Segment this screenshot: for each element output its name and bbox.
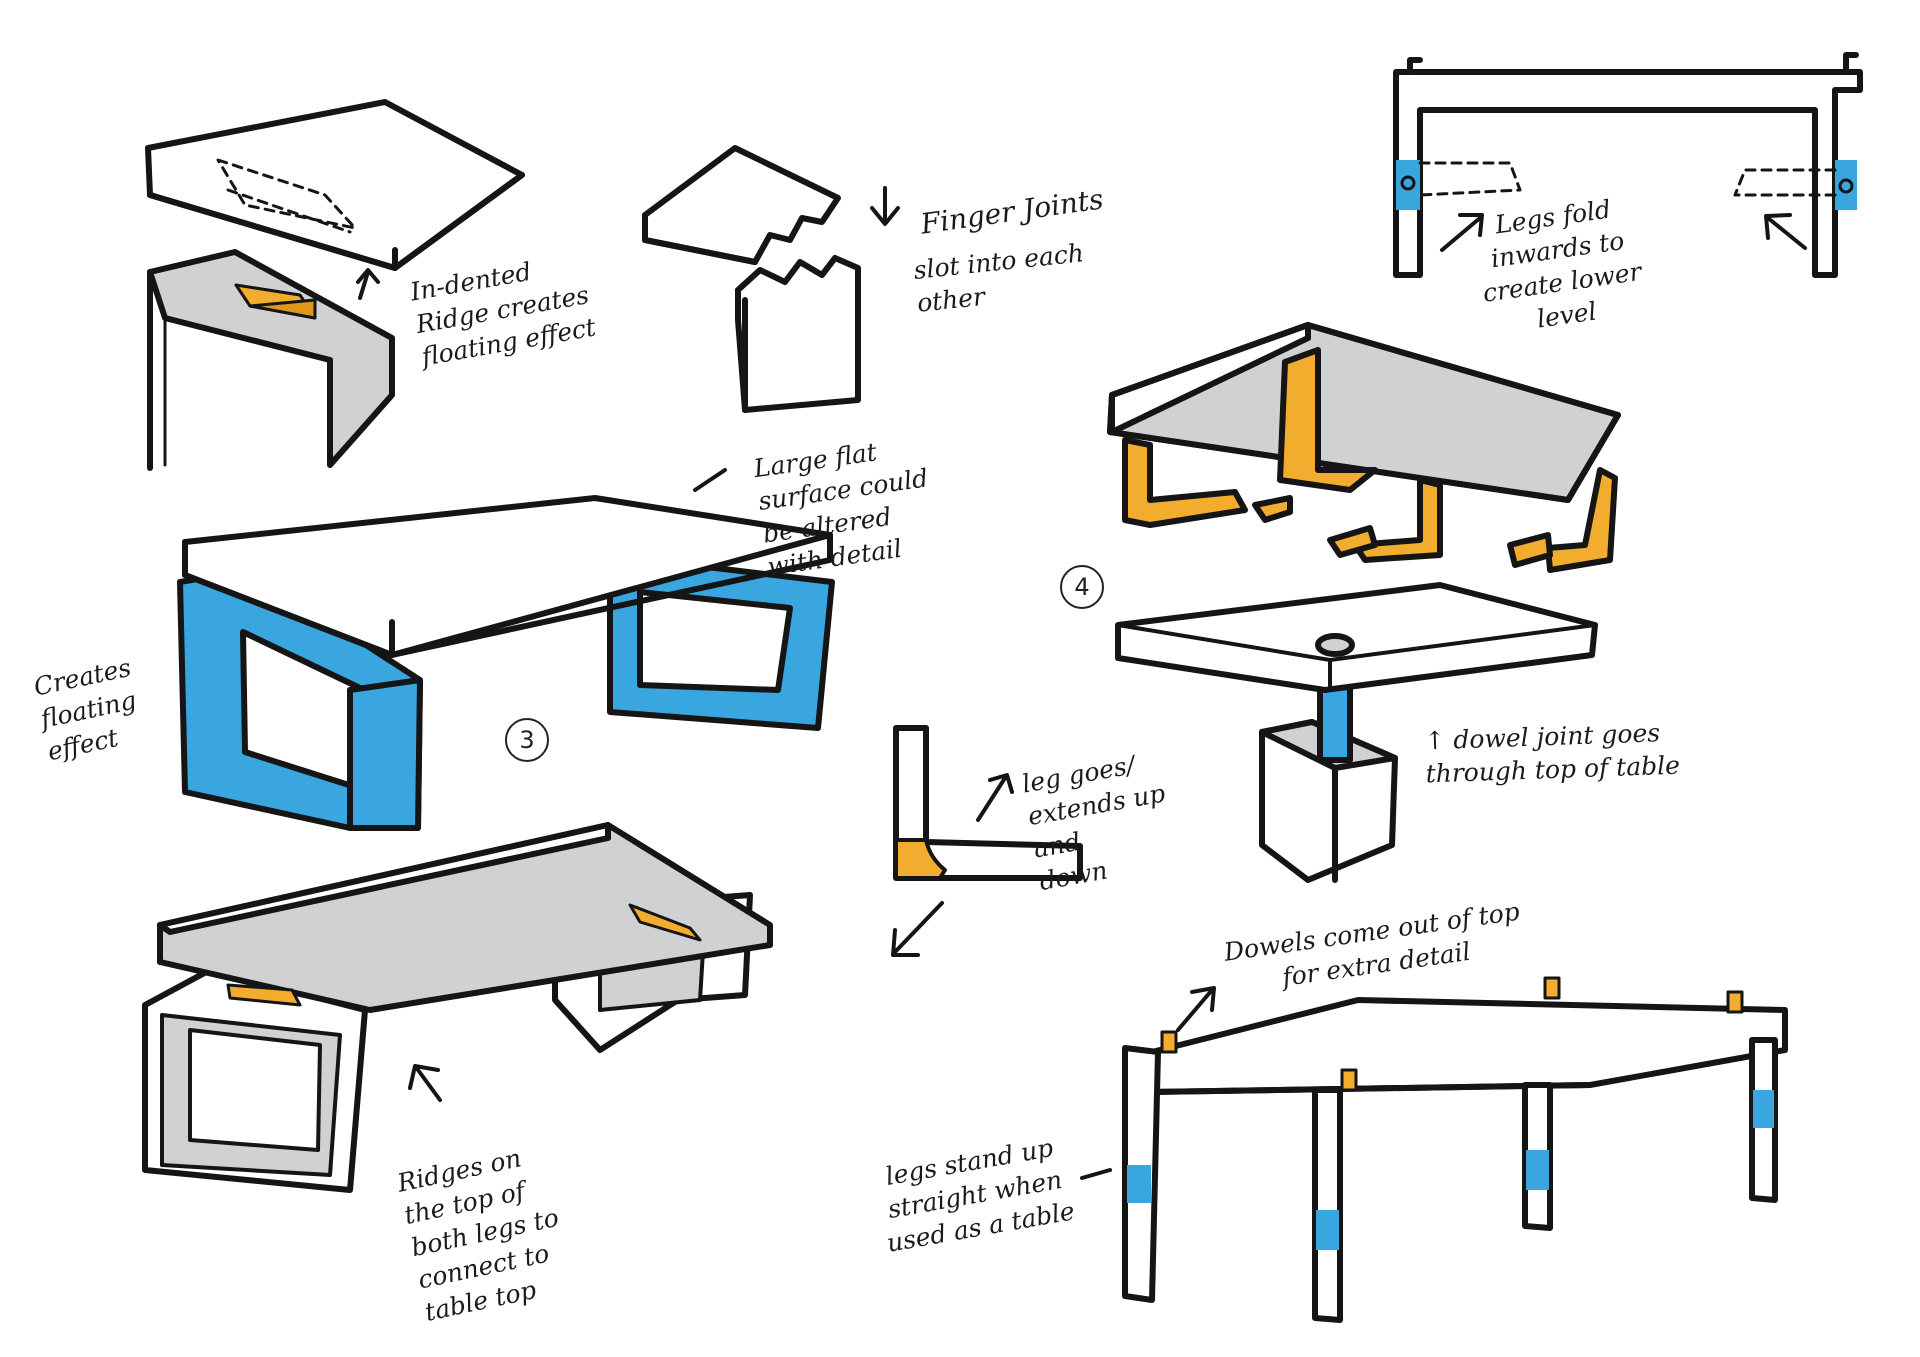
annotation-large-flat-surface: Large flat surface could be altered with…	[751, 437, 930, 582]
design-number-3: 3	[505, 718, 549, 762]
annotation-legs-fold: Legs fold inwards to create lower level	[1481, 194, 1644, 334]
dowel-table-sketch	[1080, 976, 1788, 1323]
dowel-pedestal-sketch	[1115, 582, 1598, 883]
blue-frame-table-sketch	[177, 468, 835, 831]
annotation-creates-floating: Creates floating effect	[31, 652, 139, 767]
finger-joints-sketch	[642, 145, 900, 413]
legs-fold-front-view	[1393, 52, 1863, 278]
design-number-4: 4	[1060, 565, 1104, 609]
annotation-dowel-joint: ↑ dowel joint goes through top of table	[1423, 718, 1681, 789]
folded-legs-table-sketch	[1107, 322, 1621, 573]
l-leg-sketch	[891, 725, 1083, 957]
indented-ridge-sketch	[145, 99, 525, 471]
ridged-legs-desk-sketch	[142, 822, 773, 1193]
annotation-leg-extends: leg goes/ extends up and down	[1019, 750, 1168, 897]
